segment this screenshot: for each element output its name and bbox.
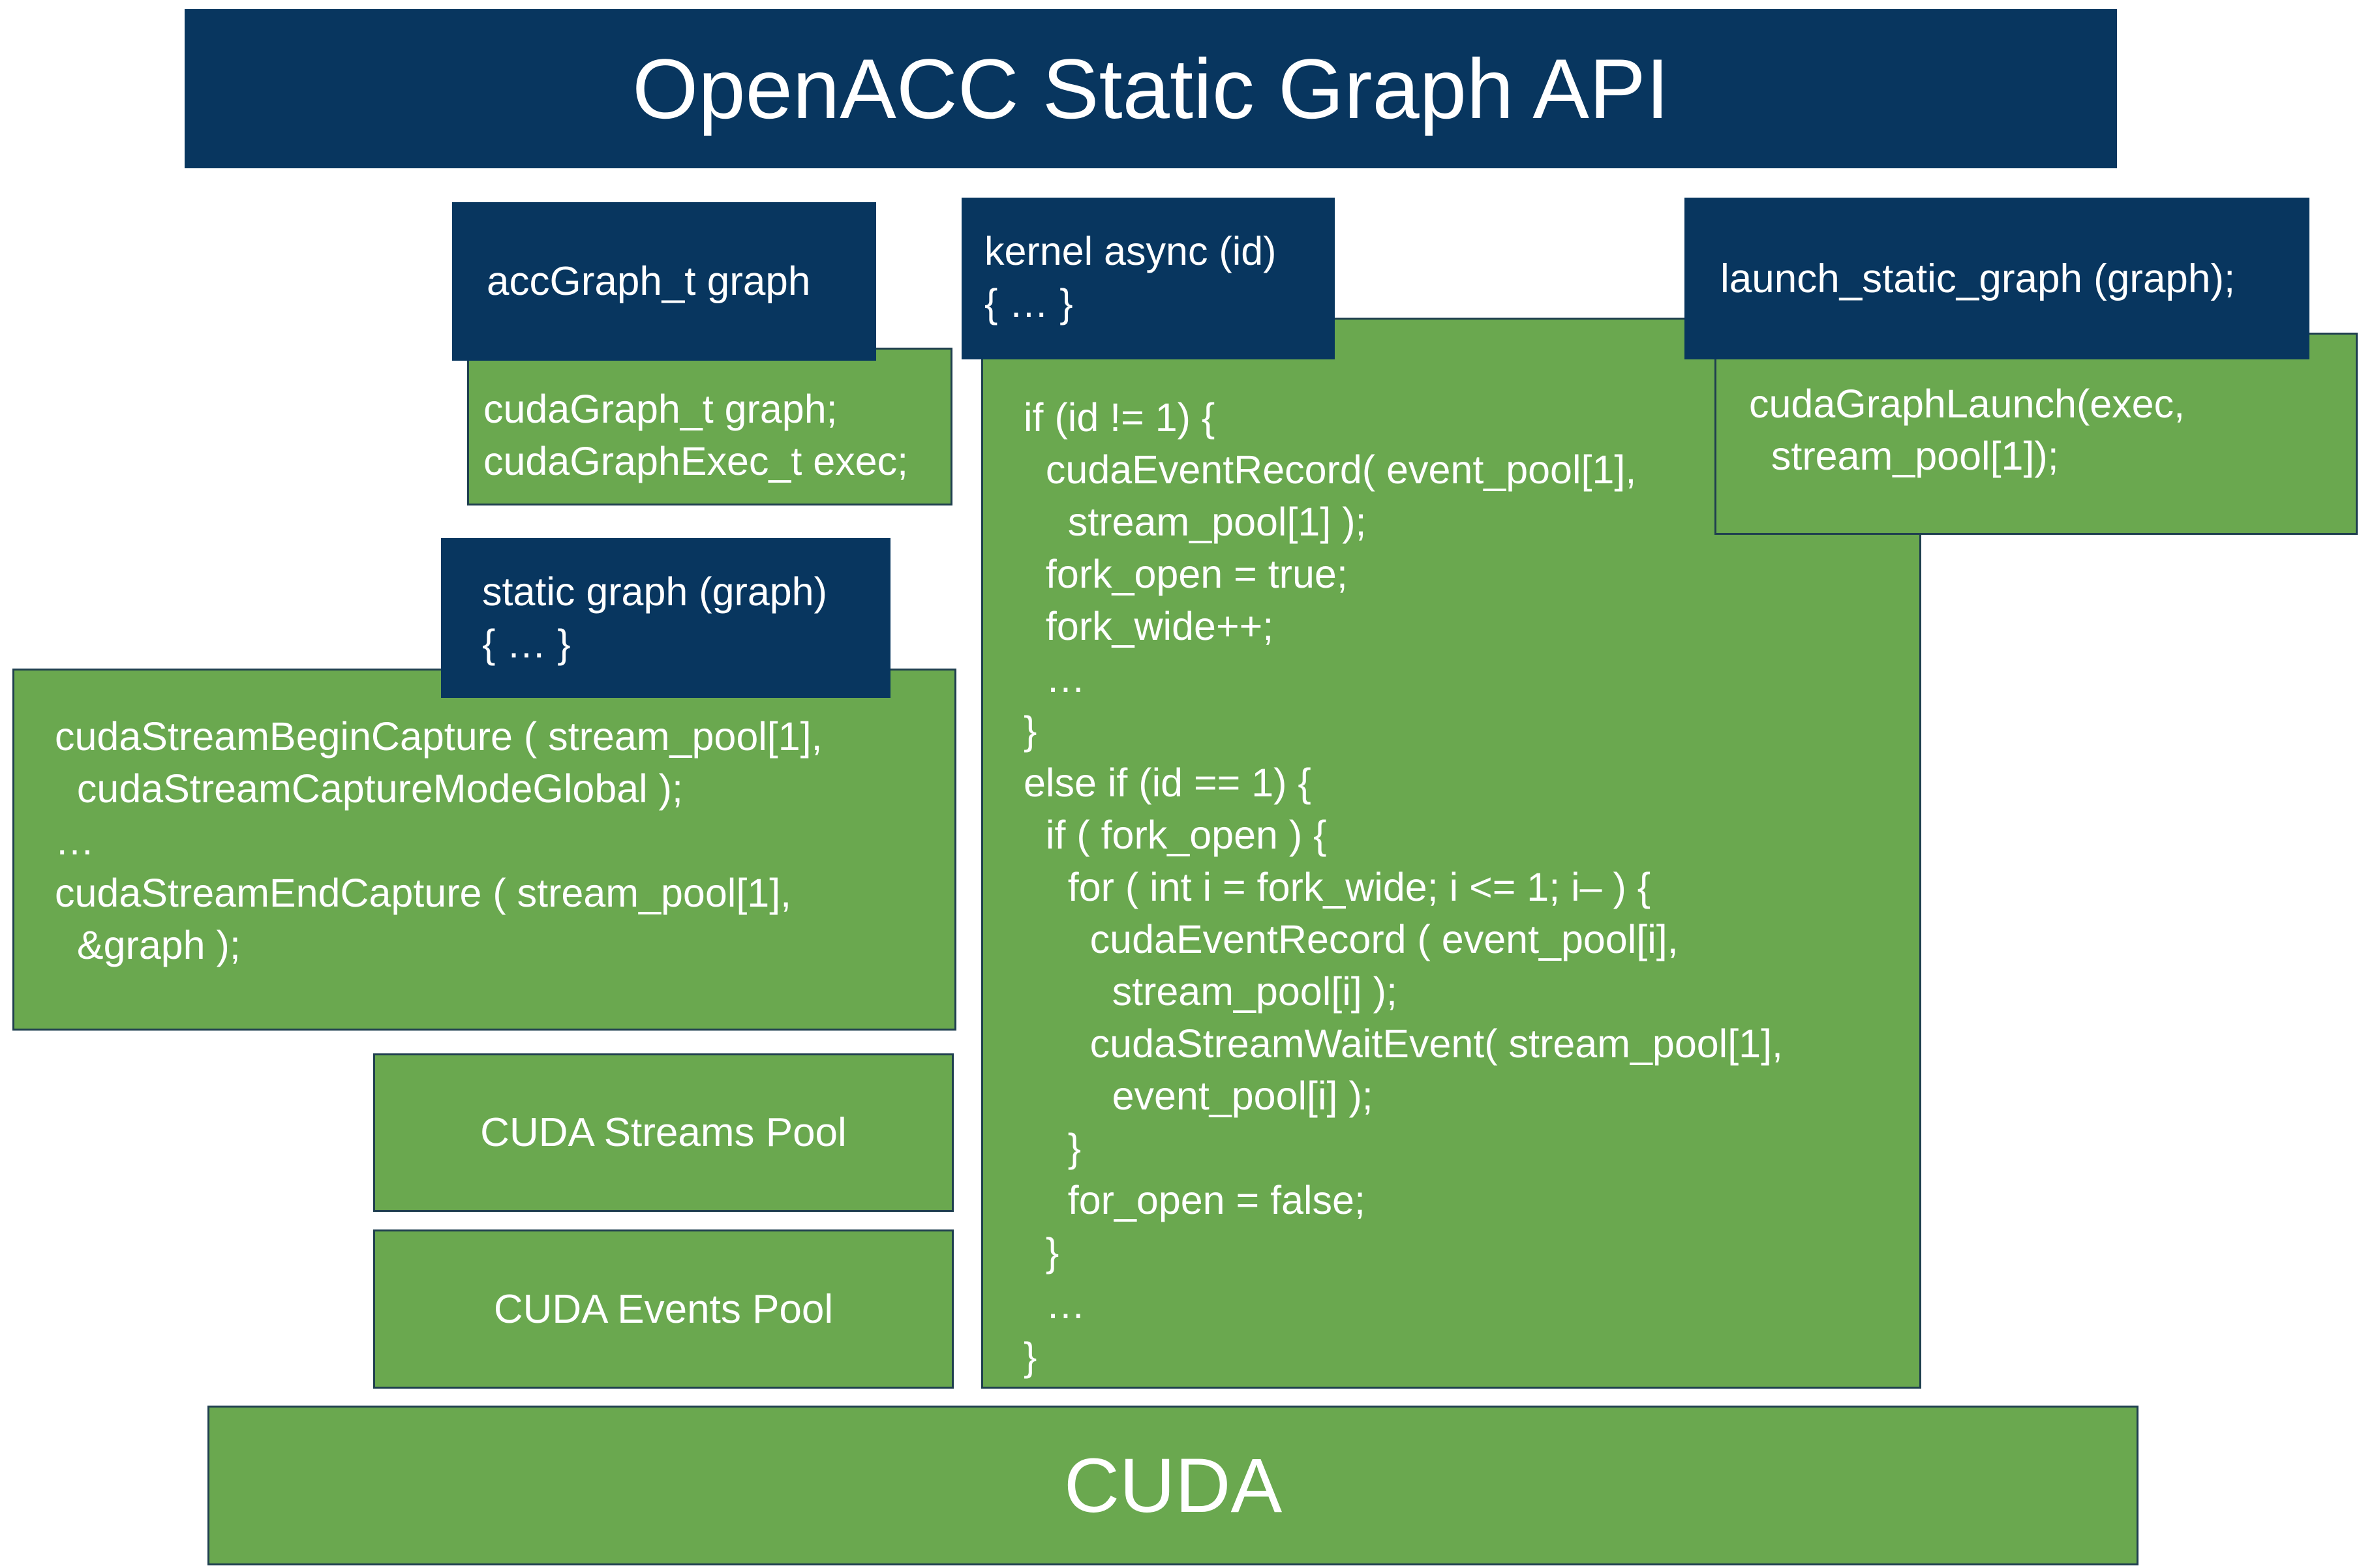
kernel-code-line: event_pool[i] ); [1024, 1074, 1373, 1118]
kernel-code-line: cudaStreamWaitEvent( stream_pool[1], [1024, 1021, 1784, 1066]
static-graph-header-line: static graph (graph) [482, 569, 827, 614]
title-banner: OpenACC Static Graph API [185, 9, 2117, 168]
events-pool-box: CUDA Events Pool [373, 1229, 954, 1389]
launch-body: cudaGraphLaunch(exec, stream_pool[1]); [1714, 333, 2358, 535]
static-graph-line: cudaStreamCaptureModeGlobal ); [55, 766, 683, 811]
launch-body-line: cudaGraphLaunch(exec, [1749, 382, 2185, 426]
events-pool-label: CUDA Events Pool [493, 1286, 834, 1332]
kernel-code-line: } [1024, 1334, 1037, 1379]
graph-decl-line: cudaGraphExec_t exec; [483, 439, 909, 483]
kernel-code-line: } [1024, 1230, 1059, 1274]
graph-decl-header: accGraph_t graph [452, 202, 876, 361]
kernel-code-line: … [1024, 1282, 1086, 1327]
kernel-code-line: stream_pool[i] ); [1024, 969, 1397, 1014]
static-graph-line: &graph ); [55, 923, 241, 967]
streams-pool-box: CUDA Streams Pool [373, 1053, 954, 1212]
launch-header: launch_static_graph (graph); [1684, 198, 2309, 359]
static-graph-header: static graph (graph) { … } [441, 538, 890, 698]
kernel-code-line: cudaEventRecord( event_pool[1], [1024, 447, 1637, 492]
static-graph-line: cudaStreamEndCapture ( stream_pool[1], [55, 871, 792, 915]
static-graph-line: … [55, 819, 95, 863]
static-graph-header-line: { … } [482, 622, 571, 666]
kernel-code-line: else if (id == 1) { [1024, 761, 1311, 805]
kernel-code-line: fork_open = true; [1024, 552, 1348, 596]
cuda-layer: CUDA [207, 1406, 2138, 1565]
static-graph-line: cudaStreamBeginCapture ( stream_pool[1], [55, 714, 823, 759]
kernel-code-line: } [1024, 1126, 1082, 1170]
launch-body-line: stream_pool[1]); [1749, 434, 2059, 478]
graph-decl-body: cudaGraph_t graph; cudaGraphExec_t exec; [467, 348, 952, 505]
kernel-async-header: kernel async (id) { … } [962, 198, 1335, 359]
kernel-code-line: for ( int i = fork_wide; i <= 1; i– ) { [1024, 865, 1651, 909]
graph-decl-line: cudaGraph_t graph; [483, 387, 838, 431]
kernel-async-header-line: { … } [984, 281, 1073, 325]
launch-header-label: launch_static_graph (graph); [1720, 256, 2236, 301]
streams-pool-label: CUDA Streams Pool [480, 1110, 847, 1155]
kernel-code-line: fork_wide++; [1024, 604, 1274, 648]
kernel-code-line: } [1024, 708, 1037, 753]
kernel-async-header-line: kernel async (id) [984, 229, 1277, 273]
kernel-code-line: stream_pool[1] ); [1024, 500, 1367, 544]
kernel-code-line: … [1024, 656, 1086, 701]
kernel-code-line: if (id != 1) { [1024, 395, 1215, 440]
static-graph-body: cudaStreamBeginCapture ( stream_pool[1],… [12, 669, 956, 1031]
diagram-title: OpenACC Static Graph API [632, 41, 1669, 136]
cuda-layer-label: CUDA [1063, 1442, 1283, 1529]
graph-decl-header-label: accGraph_t graph [487, 259, 811, 304]
kernel-code-line: for_open = false; [1024, 1178, 1365, 1222]
kernel-code-line: if ( fork_open ) { [1024, 813, 1327, 857]
kernel-code-line: cudaEventRecord ( event_pool[i], [1024, 917, 1679, 961]
